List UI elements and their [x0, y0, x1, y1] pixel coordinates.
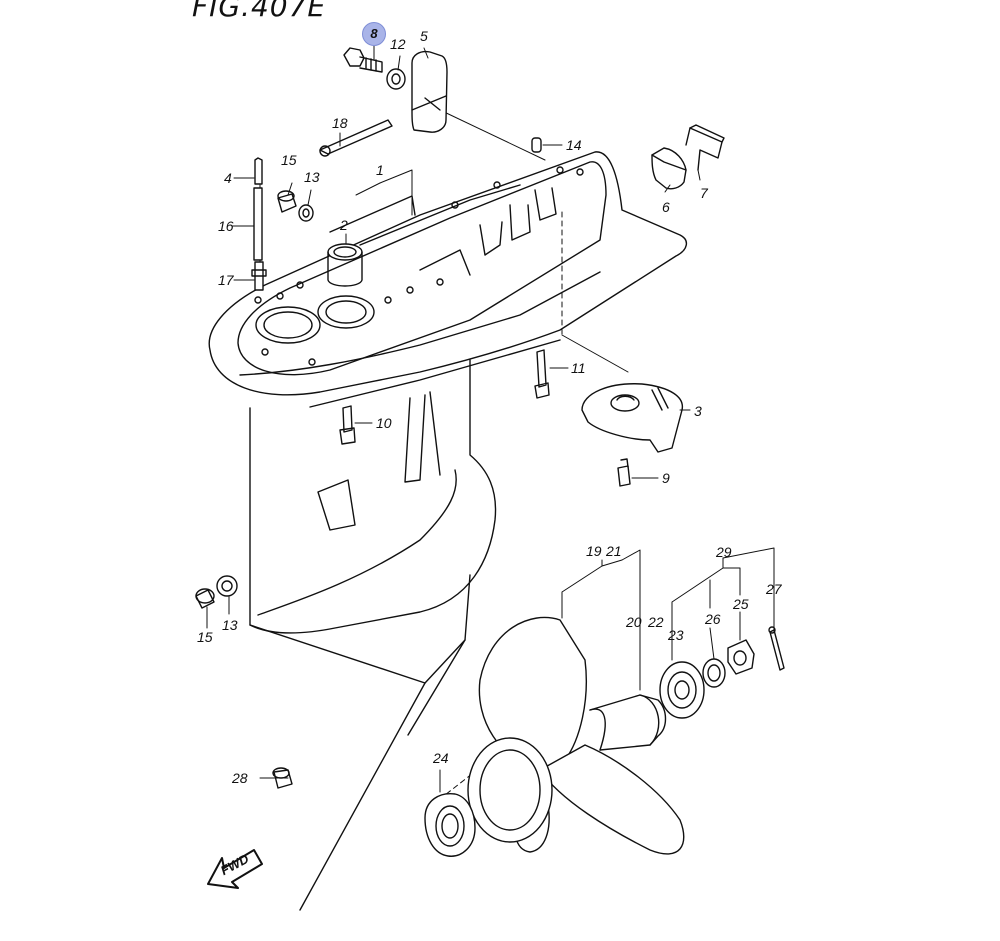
part-23-thrust-washer[interactable]: [659, 661, 705, 719]
callout-7: 7: [700, 185, 708, 201]
callout-16: 16: [218, 218, 234, 234]
part-27-cotter-pin[interactable]: [768, 626, 785, 671]
callout-22: 22: [648, 614, 664, 630]
callout-14: 14: [566, 137, 582, 153]
callout-2: 2: [340, 217, 348, 233]
callout-12: 12: [390, 36, 406, 52]
callout-13-lower: 13: [222, 617, 238, 633]
part-4-stud-top[interactable]: [254, 157, 263, 185]
callout-25: 25: [733, 596, 749, 612]
gear-case-housing[interactable]: [208, 151, 687, 911]
part-5-cover[interactable]: [411, 50, 448, 133]
part-16-shaft[interactable]: [253, 187, 263, 261]
part-17-stud-bottom[interactable]: [251, 261, 267, 291]
callout-4: 4: [224, 170, 232, 186]
callout-21: 21: [606, 543, 622, 559]
part-26-washer[interactable]: [702, 658, 726, 688]
callout-9: 9: [662, 470, 670, 486]
callout-8-selected[interactable]: 8: [362, 22, 386, 46]
callout-5: 5: [420, 28, 428, 44]
part-12-washer[interactable]: [386, 68, 406, 90]
part-18-strap[interactable]: [319, 119, 393, 157]
figure-title: FIG.407E: [192, 0, 327, 23]
callout-6: 6: [662, 199, 670, 215]
callout-26: 26: [705, 611, 721, 627]
callout-23: 23: [668, 627, 684, 643]
callout-1: 1: [376, 162, 384, 178]
part-11-bolt[interactable]: [534, 349, 550, 399]
callout-11: 11: [571, 360, 586, 376]
callout-20: 20: [626, 614, 642, 630]
part-15-plug-upper[interactable]: [277, 190, 297, 213]
propeller[interactable]: [467, 616, 685, 855]
callout-13-upper: 13: [304, 169, 320, 185]
callout-10: 10: [376, 415, 392, 431]
fwd-direction-arrow: [207, 849, 263, 889]
part-24-spacer[interactable]: [424, 793, 476, 857]
callout-17: 17: [218, 272, 234, 288]
part-13-gasket-upper[interactable]: [298, 204, 314, 222]
part-9-screw[interactable]: [617, 458, 631, 487]
part-6[interactable]: [651, 147, 687, 190]
callout-27: 27: [766, 581, 782, 597]
callout-18: 18: [332, 115, 348, 131]
part-10-bolt[interactable]: [339, 405, 356, 445]
callout-15-upper: 15: [281, 152, 297, 168]
callout-29: 29: [716, 544, 732, 560]
callout-19: 19: [586, 543, 602, 559]
callout-15-lower: 15: [197, 629, 213, 645]
callout-24: 24: [433, 750, 449, 766]
part-8-bolt[interactable]: [343, 47, 383, 73]
part-13-gasket-lower[interactable]: [216, 575, 238, 597]
part-14-dowel-pin[interactable]: [531, 137, 542, 153]
part-15-plug-lower[interactable]: [195, 588, 215, 609]
callout-28: 28: [232, 770, 248, 786]
part-25-nut[interactable]: [727, 639, 755, 675]
part-3-anode[interactable]: [581, 383, 683, 453]
part-7[interactable]: [685, 124, 725, 171]
callout-3: 3: [694, 403, 702, 419]
